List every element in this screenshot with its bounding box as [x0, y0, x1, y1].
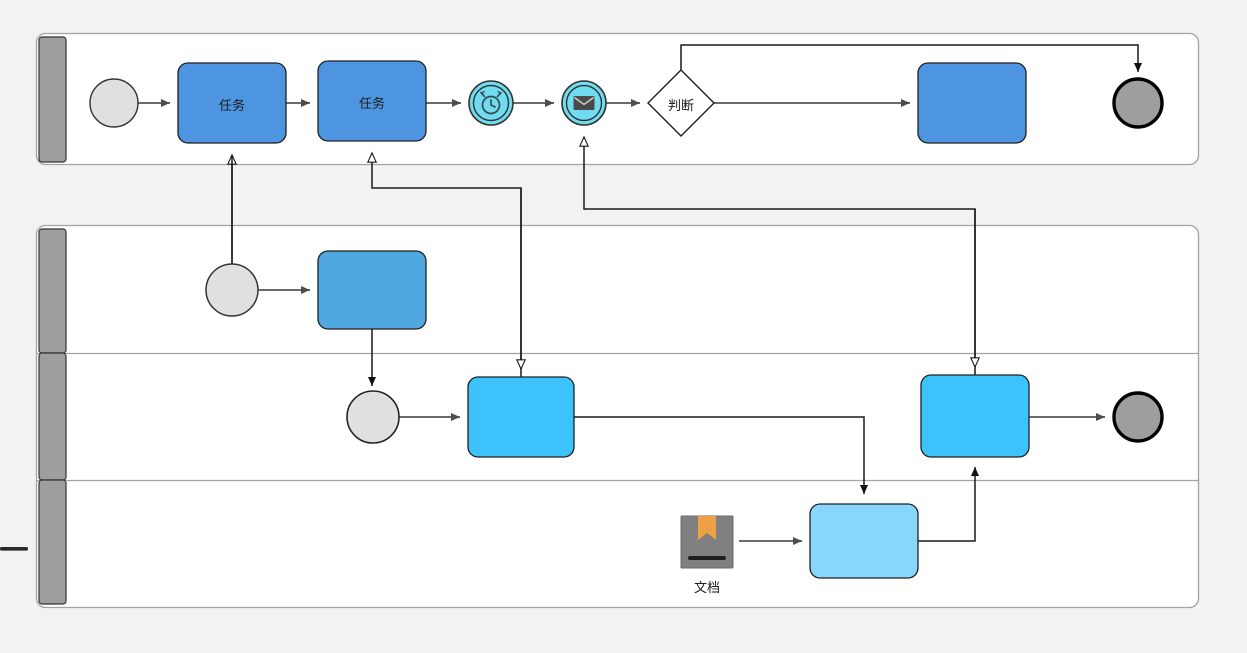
task-renwu-1[interactable]: [177, 62, 287, 144]
lane-header-4: [38, 479, 67, 605]
message-flows: [232, 137, 975, 385]
timer-event[interactable]: [468, 80, 514, 126]
lane-header-2: [38, 228, 67, 354]
task-lane2[interactable]: [317, 250, 427, 330]
bookmark-ribbon-icon: [698, 516, 716, 540]
alarm-clock-icon: [480, 90, 502, 115]
lane-header-1: [38, 36, 67, 163]
start-event-lane2[interactable]: [205, 263, 259, 317]
envelope-icon: [573, 96, 595, 110]
gateway-loopback-flow: [680, 44, 1142, 72]
flow-task-lane4-to-task3right: [918, 467, 979, 542]
start-event-lane3[interactable]: [346, 390, 400, 444]
sequence-flows: [138, 99, 1105, 545]
task-lane3-left[interactable]: [467, 376, 575, 458]
start-event-lane1[interactable]: [89, 78, 139, 128]
task-renwu-2[interactable]: [317, 60, 427, 142]
message-event[interactable]: [561, 80, 607, 126]
document-artifact[interactable]: [0, 515, 734, 569]
end-event-lane3[interactable]: [1112, 391, 1164, 443]
task-lane4[interactable]: [809, 503, 919, 579]
end-event-lane1[interactable]: [1112, 77, 1164, 129]
lane-header-3: [38, 352, 67, 481]
task-lane3-right[interactable]: [920, 374, 1030, 458]
task-lane1-right[interactable]: [917, 62, 1027, 144]
gateway-panduan[interactable]: [647, 69, 715, 137]
flow-task3left-to-task-lane4: [574, 416, 868, 494]
